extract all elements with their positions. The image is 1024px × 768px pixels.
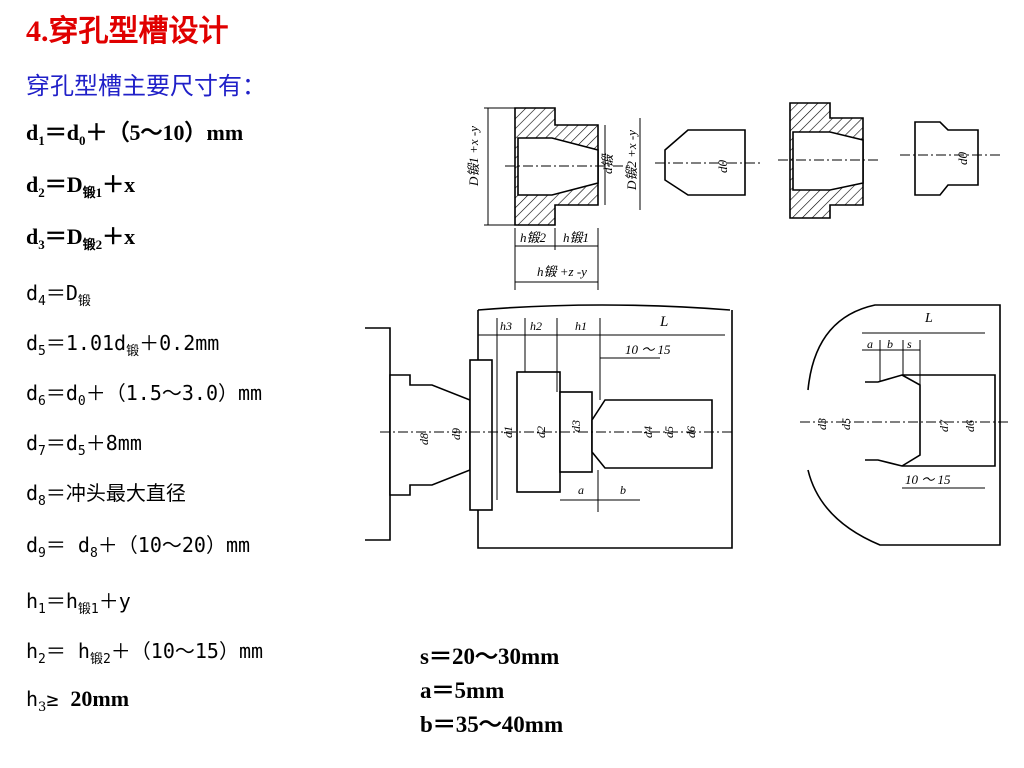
slide-subtitle: 穿孔型槽主要尺寸有： bbox=[26, 72, 266, 100]
label-d9: d9 bbox=[449, 428, 463, 440]
middle-groove-drawing: h3 h2 h1 L 10 ～ 15 d8 d9 d1 d2 d3 d4 d5 … bbox=[365, 304, 735, 549]
label-D-forge1: D锻1 +x -y bbox=[466, 126, 481, 187]
label-b-right: b bbox=[887, 337, 893, 351]
formula-h2: h2＝ h锻2＋（10～15）mm bbox=[26, 639, 264, 667]
formula-d5: d5＝1.01d锻＋0.2mm bbox=[26, 331, 220, 359]
label-h3: h3 bbox=[500, 319, 512, 333]
label-d8: d8 bbox=[417, 433, 431, 445]
label-h-forge: h锻 +z -y bbox=[537, 264, 587, 279]
formula-d1: d1＝d0＋（5～10）mm bbox=[26, 120, 244, 148]
label-d0-b: d0 bbox=[955, 152, 970, 166]
formula-d2: d2＝D锻1＋x bbox=[26, 172, 136, 200]
top-left-die-drawing: D锻1 +x -y d锻 D锻2 +x -y h锻2 h锻1 h锻 +z -y bbox=[466, 107, 641, 290]
param-a: a＝5mm bbox=[420, 678, 505, 703]
param-s: s＝20～30mm bbox=[420, 644, 560, 669]
label-d0-a: d0 bbox=[715, 160, 730, 174]
right-detail-drawing: L a b s d3 d5 d7 d6 10 ～ 15 bbox=[800, 304, 1010, 546]
label-h-forge1: h锻1 bbox=[563, 230, 589, 245]
label-d2: d2 bbox=[534, 426, 548, 438]
label-a-mid: a bbox=[578, 483, 584, 497]
formula-h1: h1＝h锻1＋y bbox=[26, 589, 131, 617]
formula-d9: d9＝ d8＋（10～20）mm bbox=[26, 533, 251, 561]
label-L: L bbox=[659, 314, 668, 330]
label-s-right: s bbox=[907, 337, 912, 351]
formula-d8: d8＝冲头最大直径 bbox=[26, 481, 186, 509]
label-d-forge: d锻 bbox=[600, 153, 615, 175]
param-list: s＝20～30mm a＝5mm b＝35～40mm bbox=[420, 640, 563, 742]
top-forging-2: d0 bbox=[900, 121, 1000, 196]
label-h2: h2 bbox=[530, 319, 542, 333]
label-10-15-right: 10 ～ 15 bbox=[905, 472, 951, 487]
label-d7-right: d7 bbox=[937, 419, 951, 432]
label-a-right: a bbox=[867, 337, 873, 351]
label-h1: h1 bbox=[575, 319, 587, 333]
formula-d3: d3＝D锻2＋x bbox=[26, 224, 136, 252]
formula-h3: h3≥ 20mm bbox=[26, 686, 130, 715]
label-d5: d5 bbox=[662, 426, 676, 438]
label-d1: d1 bbox=[501, 426, 515, 438]
formula-d7: d7＝d5＋8mm bbox=[26, 431, 142, 459]
label-D-forge2: D锻2 +x -y bbox=[624, 130, 639, 191]
label-d4: d4 bbox=[641, 426, 655, 438]
top-forging-1: d0 bbox=[655, 129, 760, 196]
formula-d4: d4＝D锻 bbox=[26, 281, 91, 309]
label-10-15: 10 ～ 15 bbox=[625, 342, 671, 357]
formula-d6: d6＝d0＋（1.5～3.0）mm bbox=[26, 381, 263, 409]
label-b-mid: b bbox=[620, 483, 626, 497]
param-b: b＝35～40mm bbox=[420, 712, 564, 737]
label-h-forge2: h锻2 bbox=[520, 230, 547, 245]
label-d6: d6 bbox=[684, 426, 698, 438]
slide-title: 4.穿孔型槽设计 bbox=[26, 15, 229, 48]
label-d3-right: d3 bbox=[815, 418, 829, 430]
label-L-right: L bbox=[924, 311, 933, 326]
label-d5-right: d5 bbox=[839, 418, 853, 430]
top-die-2 bbox=[778, 102, 880, 219]
label-d6-right: d6 bbox=[963, 420, 977, 432]
label-d3: d3 bbox=[569, 420, 583, 432]
